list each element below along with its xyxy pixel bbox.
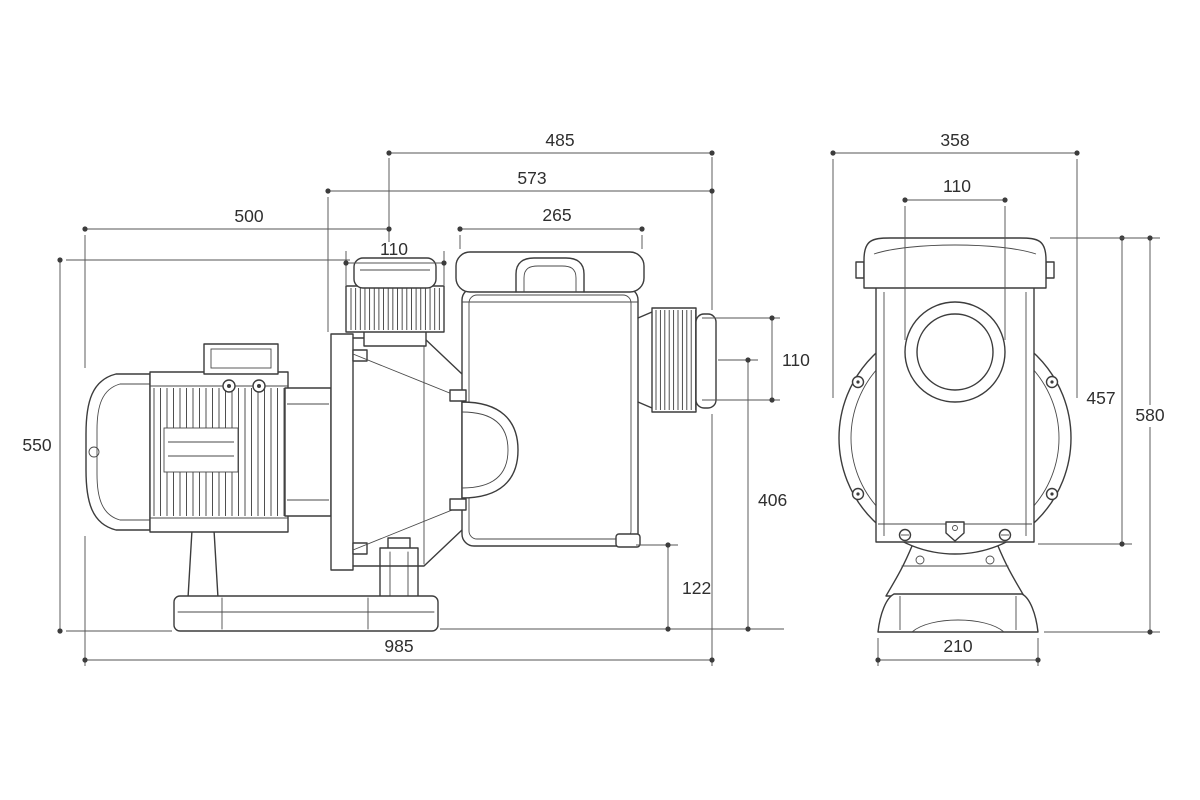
dim-label-122: 122 bbox=[682, 578, 711, 598]
dimension-110-port: 110 bbox=[902, 176, 1008, 340]
drain-shield bbox=[945, 521, 965, 542]
inlet-port bbox=[904, 301, 1006, 403]
dim-label-110-port: 110 bbox=[943, 176, 971, 196]
dimension-573: 573 bbox=[325, 168, 715, 332]
dimension-210: 210 bbox=[875, 636, 1041, 666]
dimension-985: 985 bbox=[82, 414, 715, 666]
dimension-358: 358 bbox=[830, 130, 1080, 398]
dim-label-110-inlet: 110 bbox=[380, 239, 408, 259]
dimension-406: 406 bbox=[440, 357, 787, 632]
motor bbox=[85, 343, 289, 533]
outlet-end bbox=[695, 313, 717, 409]
dim-label-985: 985 bbox=[384, 636, 413, 656]
dim-label-265: 265 bbox=[542, 205, 571, 225]
dim-label-210: 210 bbox=[943, 636, 972, 656]
front-view bbox=[838, 237, 1072, 633]
inlet-cap bbox=[353, 257, 437, 289]
drain-plug bbox=[615, 533, 641, 548]
dim-label-550: 550 bbox=[22, 435, 51, 455]
dim-label-573: 573 bbox=[517, 168, 546, 188]
strainer-lid bbox=[455, 251, 645, 293]
dim-label-457: 457 bbox=[1086, 388, 1115, 408]
dim-label-358: 358 bbox=[940, 130, 969, 150]
side-view bbox=[85, 251, 717, 632]
dimension-265: 265 bbox=[457, 205, 645, 249]
dimension-550: 550 bbox=[22, 257, 350, 634]
dimension-122: 122 bbox=[636, 542, 711, 632]
dimensions: 485 573 500 265 110 bbox=[22, 130, 1169, 666]
mounting-flange bbox=[330, 333, 368, 571]
dimension-500: 500 bbox=[82, 206, 392, 368]
dim-label-406: 406 bbox=[758, 490, 787, 510]
front-lid bbox=[855, 237, 1055, 289]
dim-label-485: 485 bbox=[545, 130, 574, 150]
outlet-union bbox=[637, 307, 717, 413]
dimension-580: 580 bbox=[1044, 235, 1169, 635]
motor-foot bbox=[187, 529, 219, 599]
inlet-union bbox=[345, 257, 445, 347]
dimension-110-inlet: 110 bbox=[343, 239, 447, 285]
dimension-485: 485 bbox=[386, 130, 715, 310]
dim-label-580: 580 bbox=[1135, 405, 1164, 425]
inlet-union-knurl bbox=[350, 288, 440, 330]
casing-bolt bbox=[449, 389, 467, 402]
pump-casing bbox=[352, 337, 463, 567]
drive-lantern bbox=[284, 387, 332, 517]
diffuser bbox=[449, 389, 519, 511]
dim-label-110-outlet: 110 bbox=[782, 350, 810, 370]
casing-bolt bbox=[449, 498, 467, 511]
pump-pedestal bbox=[379, 537, 419, 599]
dim-label-500: 500 bbox=[234, 206, 263, 226]
dimension-110-outlet: 110 bbox=[702, 315, 810, 403]
front-base bbox=[877, 593, 1039, 633]
motor-nameplate bbox=[163, 427, 239, 473]
base bbox=[173, 595, 439, 632]
terminal-box bbox=[203, 343, 279, 375]
dimension-457: 457 bbox=[1038, 235, 1132, 547]
clamp-screws bbox=[898, 521, 1012, 542]
